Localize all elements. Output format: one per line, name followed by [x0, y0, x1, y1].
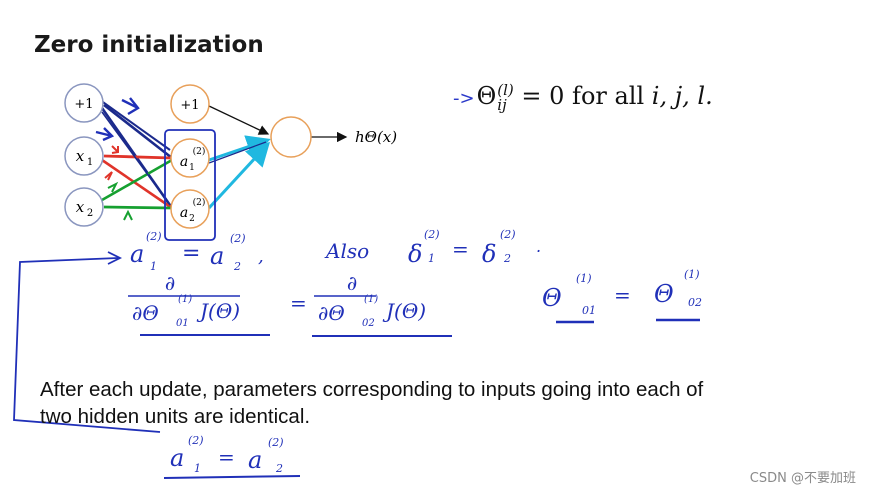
theta-right-sup: (1) — [684, 268, 700, 281]
input-x1-label: x — [76, 147, 85, 165]
hidden-a1-superscript: (2) — [193, 146, 206, 157]
eq1-right-sub: 2 — [233, 260, 241, 273]
arrow-mark-green-mid — [107, 181, 119, 193]
input-edges — [99, 99, 174, 210]
hidden-a2-label: a — [180, 205, 188, 221]
svg-text:.: . — [536, 237, 541, 256]
slide-caption: After each update, parameters correspond… — [40, 376, 800, 430]
hidden-node-a1: a (2) 1 — [170, 138, 210, 178]
hidden-a2-subscript: 2 — [189, 214, 195, 224]
statement-equation: = 0 for all — [521, 82, 652, 110]
hidden-node-a2: a (2) 2 — [170, 189, 210, 229]
deriv-equals: = — [290, 291, 307, 315]
bottom-left: a — [170, 444, 184, 472]
eq1-left-sub: 1 — [150, 260, 157, 273]
bottom-right: a — [248, 446, 262, 474]
edge-bias-a1 — [103, 103, 173, 160]
also-text: Also — [324, 239, 369, 263]
bottom-equals: = — [218, 445, 235, 469]
delta-right: δ — [482, 240, 496, 268]
theta-left: Θ — [542, 284, 562, 312]
statement-subscript: ij — [497, 95, 507, 114]
bottom-left-sup: (2) — [188, 434, 204, 447]
input-x2-subscript: 2 — [87, 208, 93, 219]
delta-right-sup: (2) — [500, 228, 516, 241]
delta-right-sub: 2 — [503, 252, 511, 265]
theta-right-sub: 02 — [688, 296, 702, 309]
svg-text:,: , — [258, 246, 264, 267]
bottom-left-sub: 1 — [194, 462, 201, 475]
arrow-mark-red-mid — [104, 171, 113, 181]
input-bias-label: +1 — [74, 97, 93, 112]
zero-init-statement: ->Θ(l)ij = 0 for all i, j, l. — [453, 82, 713, 113]
delta-equals: = — [452, 237, 469, 261]
edge-bias-x1-dark — [101, 111, 171, 206]
deriv1-den-sub: 01 — [176, 318, 189, 329]
edge-bias-a1-b — [99, 99, 171, 151]
arrow-mark-x1 — [95, 127, 115, 142]
statement-arrow-mark: -> — [453, 88, 475, 109]
delta-left-sub: 1 — [428, 252, 435, 265]
deriv2-den-sup: (1) — [364, 294, 378, 305]
arrow-mark-top — [121, 97, 140, 116]
bracket-arrow — [13, 257, 161, 433]
theta-equals: = — [614, 283, 631, 307]
output-node — [270, 116, 312, 158]
eq1-left-sup: (2) — [146, 230, 162, 243]
statement-variables: i, j, l. — [651, 82, 713, 110]
eq1-equals: = — [182, 241, 200, 266]
delta-left: δ — [408, 240, 422, 268]
edge-a2-output — [207, 141, 271, 210]
deriv1-numerator: ∂ — [165, 271, 175, 295]
edge-x2-a1 — [101, 158, 173, 202]
deriv1-denominator: ∂Θ — [132, 301, 159, 325]
deriv1-den-sup: (1) — [178, 294, 192, 305]
hidden-bias-label: +1 — [180, 98, 199, 113]
deriv1-func: J(Θ) — [196, 299, 240, 323]
input-x2-label: x — [76, 198, 85, 216]
bottom-right-sup: (2) — [268, 436, 284, 449]
arrow-mark-red-top — [111, 145, 119, 154]
statement-indices: (l)ij — [497, 80, 514, 114]
hidden-node-bias: +1 — [170, 84, 210, 124]
bottom-right-sub: 2 — [275, 462, 283, 475]
edge-annotation-marks — [95, 97, 140, 221]
edge-x1-a1 — [103, 154, 173, 160]
eq1-right-sup: (2) — [230, 232, 246, 245]
output-label: hΘ(x) — [355, 128, 397, 146]
edge-x2-a2 — [103, 205, 173, 210]
edge-hbias-output — [208, 105, 270, 135]
hidden-a1-subscript: 1 — [189, 163, 195, 173]
input-node-bias: +1 — [64, 83, 104, 123]
caption-line-2: two hidden units are identical. — [40, 405, 311, 428]
hidden-a1-label: a — [180, 154, 188, 170]
statement-theta: Θ — [476, 82, 497, 110]
statement-superscript: (l) — [497, 80, 514, 99]
deriv2-numerator: ∂ — [347, 271, 357, 295]
input-node-x1: x 1 — [64, 136, 104, 176]
eq1-left: a — [130, 240, 144, 268]
deriv2-func: J(Θ) — [382, 299, 426, 323]
theta-left-sup: (1) — [576, 272, 592, 285]
arrow-mark-green-bottom — [123, 209, 133, 221]
theta-right: Θ — [654, 280, 674, 308]
hidden-a2-superscript: (2) — [193, 197, 206, 208]
input-node-x2: x 2 — [64, 187, 104, 227]
theta-left-sub: 01 — [582, 304, 596, 317]
delta-left-sup: (2) — [424, 228, 440, 241]
csdn-watermark: CSDN @不要加班 — [749, 471, 856, 486]
caption-line-1: After each update, parameters correspond… — [40, 378, 704, 401]
input-x1-subscript: 1 — [87, 157, 93, 168]
hidden-units-highlight — [164, 129, 216, 241]
edge-a1-output-dark — [208, 141, 267, 164]
eq1-right: a — [210, 242, 224, 270]
edge-x1-a2 — [101, 158, 173, 210]
deriv2-den-sub: 02 — [362, 318, 375, 329]
slide-title: Zero initialization — [34, 32, 264, 58]
deriv2-denominator: ∂Θ — [318, 301, 345, 325]
